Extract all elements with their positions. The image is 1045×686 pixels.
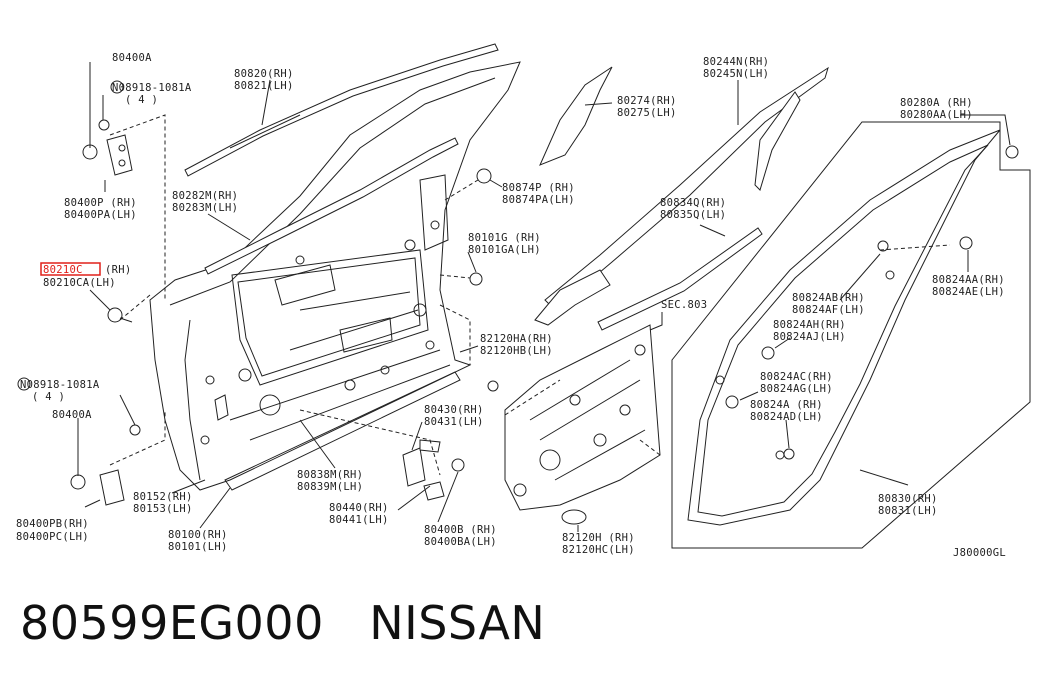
label-80400a-bottom: 80400A <box>52 409 92 421</box>
clip-80824a <box>783 448 795 460</box>
door-weatherstrip-80830 <box>687 129 1001 526</box>
label-80283m: 80283M(LH) <box>172 202 238 214</box>
label-80824ac: 80824AC(RH) <box>760 371 833 383</box>
upper-hinge-80400p <box>82 119 133 176</box>
label-80440: 80440(RH) <box>329 502 389 514</box>
label-80210ca: 80210CA(LH) <box>43 277 116 289</box>
clip-80824aa <box>959 236 973 250</box>
label-80839m: 80839M(LH) <box>297 481 363 493</box>
door-sash-seal-80820 <box>184 43 499 275</box>
label-bolt-top: N08918-1081A <box>112 82 192 94</box>
label-80100: 80100(RH) <box>168 529 228 541</box>
label-80101g: 80101G (RH) <box>468 232 541 244</box>
label-80831: 80831(LH) <box>878 505 938 517</box>
label-80210c-rh: (RH) <box>105 264 132 276</box>
label-80101ga: 80101GA(LH) <box>468 244 541 256</box>
clip-80824ab <box>877 240 889 252</box>
label-80400ba: 80400BA(LH) <box>424 536 497 548</box>
label-80400b: 80400B (RH) <box>424 524 497 536</box>
drawing-code: J80000GL <box>953 547 1006 559</box>
label-80830: 80830(RH) <box>878 493 938 505</box>
label-80400pb: 80400PB(RH) <box>16 518 89 530</box>
part-number: 80599EG000 <box>20 596 324 650</box>
label-80824ae: 80824AE(LH) <box>932 286 1005 298</box>
window-regulator-sec803 <box>504 324 661 525</box>
label-80210c: 80210C <box>43 264 83 276</box>
label-80400a-top: 80400A <box>112 52 152 64</box>
label-80400p: 80400P (RH) <box>64 197 137 209</box>
highlight-80210c <box>40 262 101 276</box>
label-80874pa: 80874PA(LH) <box>502 194 575 206</box>
label-80244n: 80244N(RH) <box>703 56 769 68</box>
part-caption: 80599EG000 NISSAN <box>20 596 545 650</box>
check-bolt-80210c <box>107 307 133 323</box>
label-80824ag: 80824AG(LH) <box>760 383 833 395</box>
label-80824ad: 80824AD(LH) <box>750 411 823 423</box>
label-bolt-bottom-qty: ( 4 ) <box>32 391 65 403</box>
label-80824a: 80824A (RH) <box>750 399 823 411</box>
label-80824aj: 80824AJ(LH) <box>773 331 846 343</box>
label-80824af: 80824AF(LH) <box>792 304 865 316</box>
label-80824ab: 80824AB(RH) <box>792 292 865 304</box>
label-80101: 80101(LH) <box>168 541 228 553</box>
weatherstrip-group-frame <box>671 121 1031 549</box>
label-80152: 80152(RH) <box>133 491 193 503</box>
label-sec803: SEC.803 <box>661 299 707 311</box>
label-80280aa: 80280AA(LH) <box>900 109 973 121</box>
label-bolt-top-qty: ( 4 ) <box>125 94 158 106</box>
label-82120hb: 82120HB(LH) <box>480 345 553 357</box>
clip-80101g <box>469 272 483 286</box>
brand-name: NISSAN <box>369 596 546 650</box>
plug-82120ha <box>487 380 499 392</box>
parts-diagram: 80400A N08918-1081A ( 4 ) 80400P (RH) 80… <box>16 43 1031 559</box>
solid-leaders <box>77 62 1011 532</box>
label-80430: 80430(RH) <box>424 404 484 416</box>
lower-hinge-80400pb <box>70 424 141 506</box>
door-glass-80274 <box>539 66 613 166</box>
nut-symbol-top <box>110 80 124 94</box>
label-bolt-bottom: N08918-1081A <box>20 379 100 391</box>
label-80245n: 80245N(LH) <box>703 68 769 80</box>
clip-80874p <box>476 168 492 184</box>
label-80824aa: 80824AA(RH) <box>932 274 1005 286</box>
label-80431: 80431(LH) <box>424 416 484 428</box>
label-80275: 80275(LH) <box>617 107 677 119</box>
clip-80824ah <box>761 346 775 360</box>
label-80400pc: 80400PC(LH) <box>16 531 89 543</box>
door-check-80430 <box>402 439 465 501</box>
label-80834q: 80834Q(RH) <box>660 197 726 209</box>
label-82120ha: 82120HA(RH) <box>480 333 553 345</box>
label-80824ah: 80824AH(RH) <box>773 319 846 331</box>
label-80835q: 80835Q(LH) <box>660 209 726 221</box>
door-sash-80834 <box>534 227 763 331</box>
label-80821: 80821(LH) <box>234 80 294 92</box>
label-80820: 80820(RH) <box>234 68 294 80</box>
label-82120hc: 82120HC(LH) <box>562 544 635 556</box>
label-80838m: 80838M(RH) <box>297 469 363 481</box>
clip-80824ac <box>725 395 739 409</box>
clip-80280a <box>1005 145 1019 159</box>
label-80153: 80153(LH) <box>133 503 193 515</box>
label-80441: 80441(LH) <box>329 514 389 526</box>
label-82120h: 82120H (RH) <box>562 532 635 544</box>
door-shell-80100 <box>149 61 521 491</box>
nut-symbol-bottom <box>17 377 31 391</box>
label-80400pa: 80400PA(LH) <box>64 209 137 221</box>
label-80874p: 80874P (RH) <box>502 182 575 194</box>
label-80274: 80274(RH) <box>617 95 677 107</box>
dashed-leaders <box>109 114 951 476</box>
label-80280a: 80280A (RH) <box>900 97 973 109</box>
label-80282m: 80282M(RH) <box>172 190 238 202</box>
